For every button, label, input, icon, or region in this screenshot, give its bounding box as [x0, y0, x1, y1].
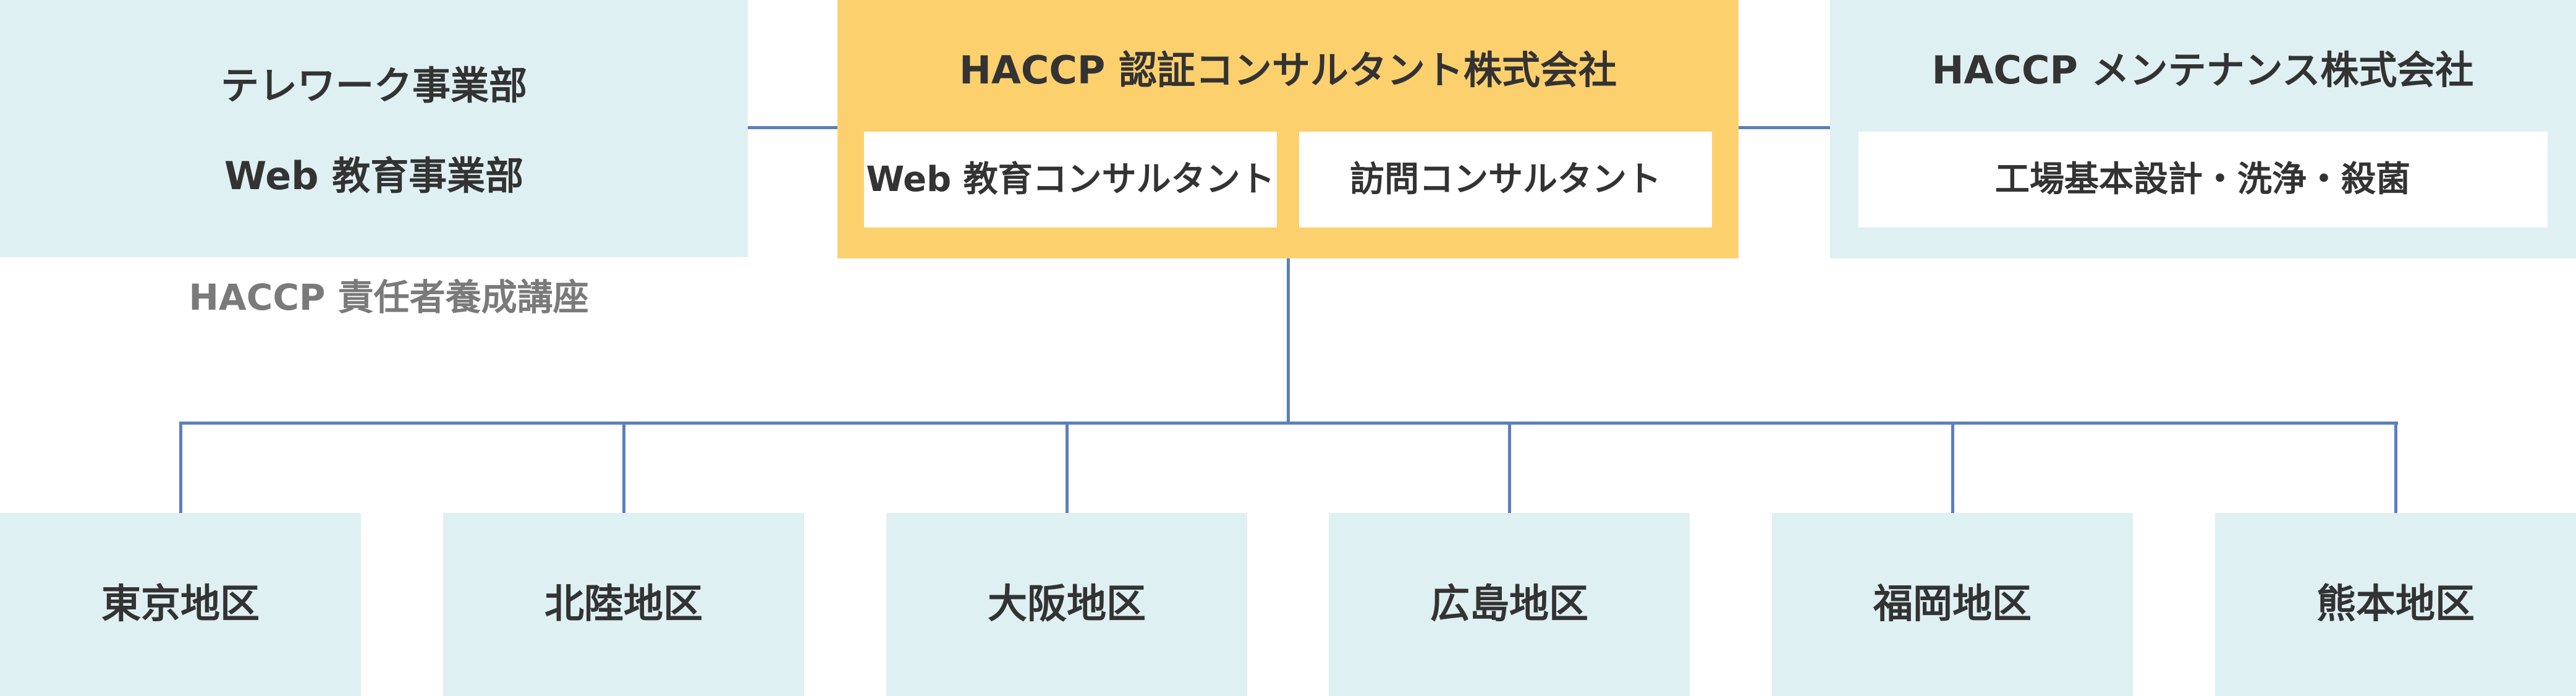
region-label-tokyo: 東京地区 [101, 582, 260, 627]
connector-trunk [1287, 258, 1290, 423]
connector-branch-5 [1951, 422, 1954, 513]
connector-branch-2 [622, 422, 625, 513]
center-sub-label-2: 訪問コンサルタント [1350, 159, 1661, 200]
connector-branch-1 [179, 422, 182, 513]
left-unit-box [0, 0, 748, 257]
connector-left [748, 126, 837, 129]
region-box-tokyo [0, 513, 361, 696]
connector-branch-4 [1508, 422, 1511, 513]
center-unit-title: HACCP 認証コンサルタント株式会社 [959, 48, 1617, 93]
region-box-hokuriku [443, 513, 804, 696]
center-sub-label-1: Web 教育コンサルタント [866, 159, 1275, 200]
center-sub-box-1 [864, 132, 1277, 227]
connector-branch-3 [1066, 422, 1069, 513]
region-label-fukuoka: 福岡地区 [1873, 582, 2032, 627]
right-sub-box-1 [1858, 132, 2548, 227]
region-box-kumamoto [2215, 513, 2576, 696]
connector-branch-6 [2394, 422, 2397, 513]
region-label-kumamoto: 熊本地区 [2316, 582, 2475, 627]
left-unit-line-1: テレワーク事業部 [220, 63, 528, 108]
connector-right [1739, 126, 1830, 129]
left-unit-line-2: Web 教育事業部 [224, 153, 524, 198]
left-unit-note: HACCP 責任者養成講座 [189, 276, 589, 318]
right-unit-title: HACCP メンテナンス株式会社 [1931, 48, 2474, 93]
connector-bus [179, 422, 2398, 425]
region-box-osaka [886, 513, 1247, 696]
center-sub-box-2 [1299, 132, 1712, 227]
region-label-hiroshima: 広島地区 [1430, 582, 1588, 627]
region-label-hokuriku: 北陸地区 [544, 582, 703, 627]
right-sub-label-1: 工場基本設計・洗浄・殺菌 [1995, 159, 2410, 200]
region-label-osaka: 大阪地区 [988, 582, 1146, 627]
region-box-hiroshima [1329, 513, 1690, 696]
region-box-fukuoka [1772, 513, 2133, 696]
